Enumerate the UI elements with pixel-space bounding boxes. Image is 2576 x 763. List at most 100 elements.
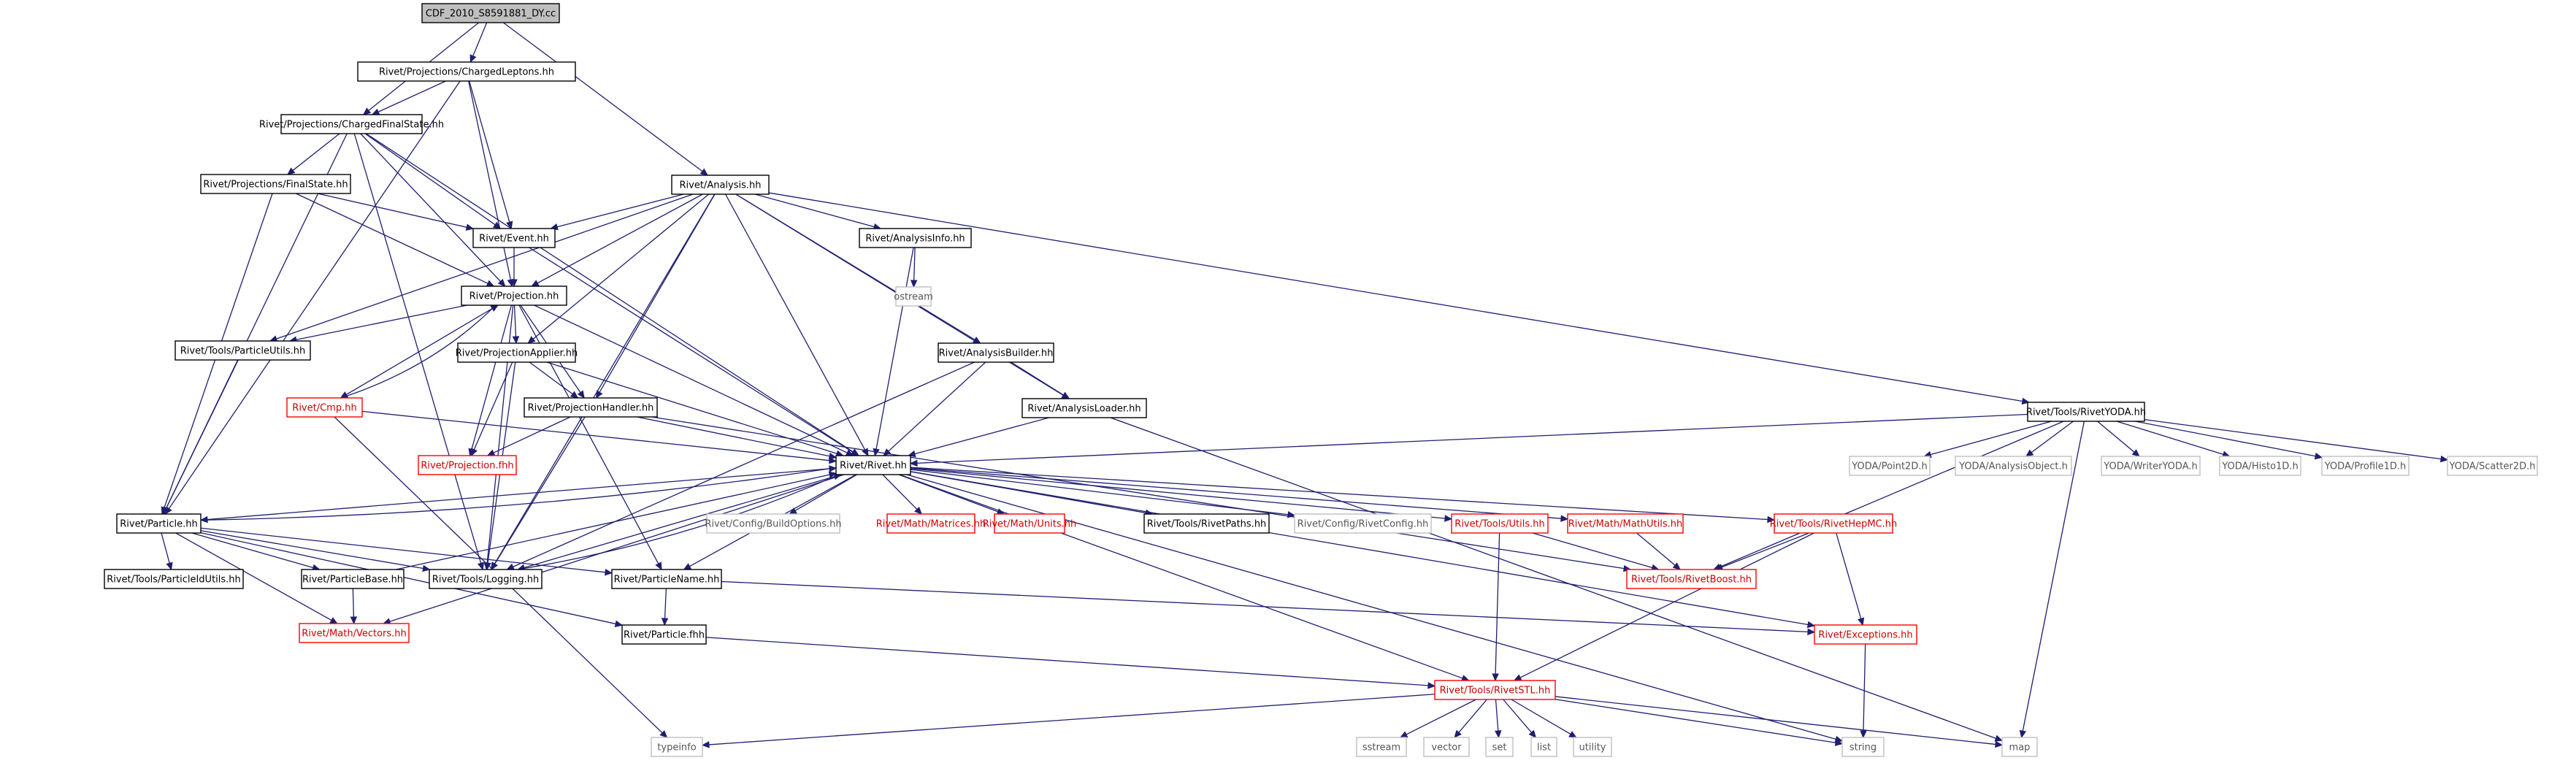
node-logging[interactable]: Rivet/Tools/Logging.hh bbox=[429, 569, 543, 589]
node-aobj: YODA/AnalysisObject.h bbox=[1955, 456, 2072, 476]
node-box bbox=[886, 513, 975, 534]
node-papp[interactable]: Rivet/ProjectionApplier.hh bbox=[456, 342, 578, 363]
edge-abuild-to-aload bbox=[1011, 361, 1070, 399]
edge-arrowhead bbox=[701, 741, 710, 748]
node-proj[interactable]: Rivet/Projection.hh bbox=[461, 285, 567, 306]
edge-papp-to-phand bbox=[529, 361, 579, 399]
node-pfhh[interactable]: Rivet/Particle.fhh bbox=[621, 624, 707, 645]
node-pname[interactable]: Rivet/ParticleName.hh bbox=[611, 569, 722, 589]
edge-arrowhead bbox=[659, 729, 668, 738]
edge-line bbox=[910, 469, 1289, 515]
edge-rivet-to-exc bbox=[910, 471, 1816, 629]
node-tutils[interactable]: Rivet/Tools/Utils.hh bbox=[1451, 513, 1549, 534]
node-cbuild: Rivet/Config/BuildOptions.hh bbox=[705, 513, 842, 534]
node-fs[interactable]: Rivet/Projections/FinalState.hh bbox=[200, 174, 351, 194]
node-label: Rivet/Tools/ParticleUtils.hh bbox=[180, 346, 305, 357]
edge-line bbox=[1458, 699, 1487, 733]
edge-arrowhead bbox=[492, 221, 502, 229]
node-hepmc[interactable]: Rivet/Tools/RivetHepMC.hh bbox=[1770, 513, 1898, 534]
node-label: Rivet/Projection.fhh bbox=[421, 461, 513, 472]
edge-ana-to-event bbox=[550, 193, 684, 231]
node-particle[interactable]: Rivet/Particle.hh bbox=[116, 513, 202, 534]
node-rstl[interactable]: Rivet/Tools/RivetSTL.hh bbox=[1434, 680, 1556, 700]
node-box bbox=[104, 569, 244, 589]
node-exc[interactable]: Rivet/Exceptions.hh bbox=[1814, 624, 1917, 645]
edge-arrowhead bbox=[1454, 729, 1462, 738]
edge-rivet-to-vectors bbox=[383, 474, 845, 625]
edge-line bbox=[1721, 532, 1809, 568]
node-box bbox=[457, 342, 576, 363]
node-pidutils[interactable]: Rivet/Tools/ParticleIdUtils.hh bbox=[104, 569, 244, 589]
edge-line bbox=[296, 304, 467, 340]
edge-particle-to-pidutils bbox=[161, 532, 173, 571]
node-label: YODA/Profile1D.h bbox=[2324, 461, 2407, 472]
edge-arrowhead bbox=[1399, 731, 1408, 738]
node-box bbox=[2321, 456, 2410, 476]
node-cfs[interactable]: Rivet/Projections/ChargedFinalState.hh bbox=[259, 114, 444, 134]
node-label: Rivet/Projection.hh bbox=[469, 291, 559, 302]
node-label: list bbox=[1537, 743, 1551, 754]
edge-arrowhead bbox=[828, 453, 837, 460]
edge-arrowhead bbox=[614, 620, 624, 627]
edge-line bbox=[200, 530, 423, 570]
node-cl[interactable]: Rivet/Projections/ChargedLeptons.hh bbox=[357, 61, 576, 82]
edge-line bbox=[513, 304, 517, 337]
edge-rstl-to-string bbox=[1555, 699, 1844, 746]
node-units[interactable]: Rivet/Math/Units.hh bbox=[983, 513, 1077, 534]
node-ainfo[interactable]: Rivet/AnalysisInfo.hh bbox=[859, 228, 972, 248]
node-box bbox=[1626, 569, 1757, 589]
node-cmp[interactable]: Rivet/Cmp.hh bbox=[286, 397, 363, 418]
edge-line bbox=[1720, 421, 2064, 568]
node-root[interactable]: CDF_2010_S8591881_DY.cc bbox=[421, 3, 560, 23]
node-projfhh[interactable]: Rivet/Projection.fhh bbox=[418, 455, 517, 475]
edge-particle-to-logging bbox=[200, 530, 431, 572]
node-ana[interactable]: Rivet/Analysis.hh bbox=[671, 175, 770, 195]
edge-cl-to-particle bbox=[164, 80, 461, 515]
node-rpaths[interactable]: Rivet/Tools/RivetPaths.hh bbox=[1143, 513, 1270, 534]
edge-rstl-to-typeinfo bbox=[701, 694, 1435, 748]
edge-arrowhead bbox=[1287, 510, 1296, 518]
edge-cmp-to-rivet bbox=[361, 410, 837, 464]
node-rivet[interactable]: Rivet/Rivet.hh bbox=[835, 455, 911, 475]
edge-arrowhead bbox=[570, 391, 579, 399]
edge-arrowhead bbox=[829, 465, 837, 472]
node-matrices[interactable]: Rivet/Math/Matrices.hh bbox=[876, 513, 986, 534]
edge-arrowhead bbox=[1806, 621, 1816, 629]
node-abuild[interactable]: Rivet/AnalysisBuilder.hh bbox=[938, 342, 1054, 363]
edge-ana-to-logging bbox=[491, 193, 716, 571]
node-label: map bbox=[2009, 743, 2031, 754]
edge-line bbox=[875, 247, 914, 450]
edge-phand-to-logging bbox=[491, 416, 586, 571]
node-putils[interactable]: Rivet/Tools/ParticleUtils.hh bbox=[175, 340, 311, 361]
node-box bbox=[671, 175, 770, 195]
node-box bbox=[286, 397, 363, 418]
edge-papp-to-projfhh bbox=[471, 361, 513, 457]
node-aload[interactable]: Rivet/AnalysisLoader.hh bbox=[1021, 398, 1147, 418]
node-phand[interactable]: Rivet/ProjectionHandler.hh bbox=[524, 397, 658, 418]
edge-arrowhead bbox=[2314, 453, 2323, 460]
node-pbase[interactable]: Rivet/ParticleBase.hh bbox=[301, 569, 405, 589]
node-utility: utility bbox=[1573, 737, 1612, 757]
node-point2d: YODA/Point2D.h bbox=[1849, 456, 1931, 476]
edge-arrowhead bbox=[527, 336, 536, 344]
node-vectors[interactable]: Rivet/Math/Vectors.hh bbox=[299, 623, 410, 643]
edge-aload-to-map bbox=[1110, 417, 2004, 742]
edge-line bbox=[2135, 421, 2316, 457]
node-ryoda[interactable]: Rivet/Tools/RivetYODA.hh bbox=[2026, 402, 2146, 422]
edge-rstl-to-list bbox=[1503, 699, 1537, 738]
node-box bbox=[1356, 737, 1407, 757]
edge-arrowhead bbox=[1995, 740, 2004, 748]
edge-line bbox=[1532, 532, 1653, 569]
node-mathutils[interactable]: Rivet/Math/MathUtils.hh bbox=[1567, 513, 1684, 534]
node-rboost[interactable]: Rivet/Tools/RivetBoost.hh bbox=[1626, 569, 1757, 589]
edge-line bbox=[1636, 532, 1676, 566]
edge-papp-to-rivet bbox=[546, 361, 844, 457]
edge-line bbox=[366, 133, 854, 453]
node-box bbox=[1530, 737, 1557, 757]
node-box bbox=[357, 61, 576, 82]
edge-line bbox=[705, 637, 1429, 686]
edge-arrowhead bbox=[2439, 455, 2449, 463]
edge-line bbox=[191, 532, 314, 569]
node-event[interactable]: Rivet/Event.hh bbox=[472, 228, 556, 248]
node-label: Rivet/Rivet.hh bbox=[840, 461, 907, 472]
